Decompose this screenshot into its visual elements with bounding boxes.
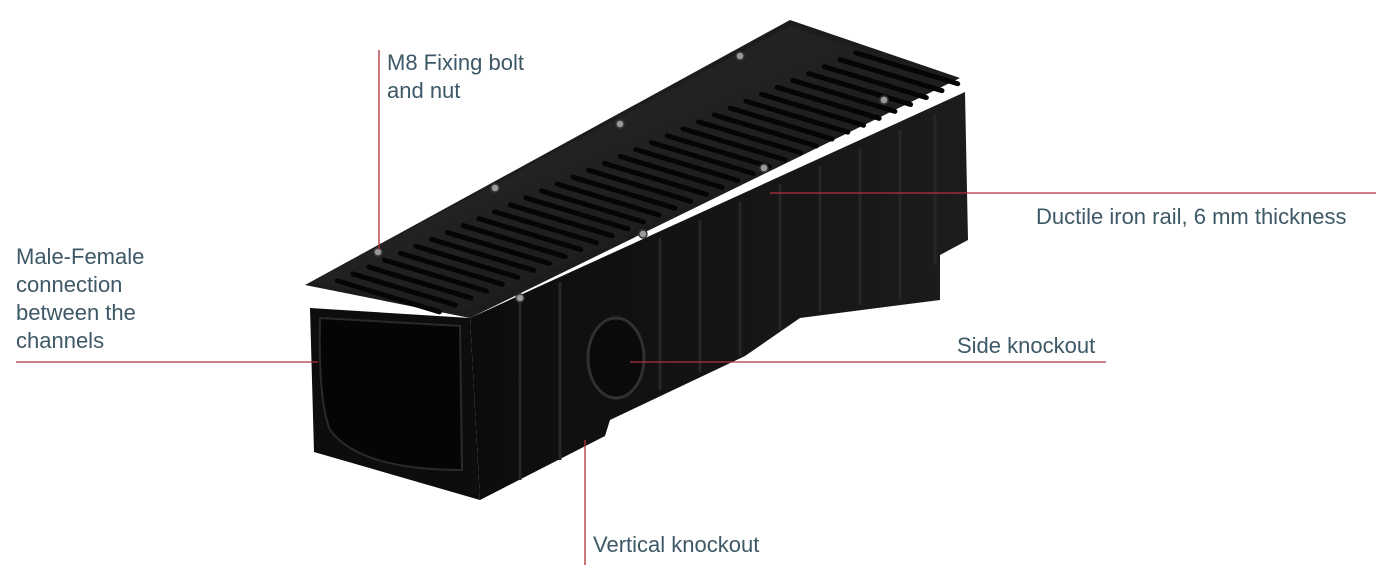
grate-slots [334,50,961,315]
grate-slot [350,271,458,308]
grate-slot [758,91,866,128]
label-ductile-iron-rail: Ductile iron rail, 6 mm thickness [1036,204,1347,229]
grate-bolt [615,119,625,129]
grate-slot [774,84,882,121]
label-m8-fixing-bolt: M8 Fixing bolt and nut [387,50,524,103]
label-male-female-connection: Male-Female connection between the chann… [16,244,145,353]
grate-slot [853,50,961,87]
grate-slot [491,209,599,246]
grate-bolts [373,51,889,303]
leader-lines [16,50,1376,565]
grate-slot [507,202,615,239]
grate-slot [586,167,694,204]
grate-bolt [373,247,383,257]
grate-bolt [879,95,889,105]
grate-slot [397,250,505,287]
grate-slot [460,223,568,260]
grate-bolt [759,163,769,173]
channel-body [310,92,968,500]
grate-slot [711,112,819,149]
grate-slot [334,278,442,315]
grate-bolt [515,293,525,303]
grate-slot [601,160,709,197]
grate-slot [554,181,662,218]
label-side-knockout: Side knockout [957,333,1096,358]
side-ribs [518,114,937,480]
grate-slot [806,71,914,107]
grate-slot [523,195,631,232]
grate-slot [727,105,835,142]
label-vertical-knockout: Vertical knockout [593,532,760,557]
grate-slot [476,216,584,253]
grate-slot [837,57,945,94]
grate-slot [429,236,537,273]
grate-slot [382,257,490,294]
grate-bolt [490,183,500,193]
grate-slot [570,174,678,211]
grate-slot [366,264,474,301]
side-knockout-circle [586,316,646,400]
grate-slot [413,243,521,280]
grate-slot [696,119,804,156]
channel-u-profile [318,316,464,472]
grate-bolt [638,229,648,239]
grate-slot [539,188,647,225]
grate [305,20,961,318]
grate-slot [664,133,772,170]
grate-slot [743,98,851,135]
grate-slot [633,147,741,184]
grate-slot [790,77,898,114]
grate-slot [821,64,929,101]
grate-slot [680,126,788,163]
grate-bolt [735,51,745,61]
grate-slot [617,153,725,190]
channel-side-face [470,92,968,500]
grate-slot [444,229,552,266]
grate-slot [649,140,757,177]
